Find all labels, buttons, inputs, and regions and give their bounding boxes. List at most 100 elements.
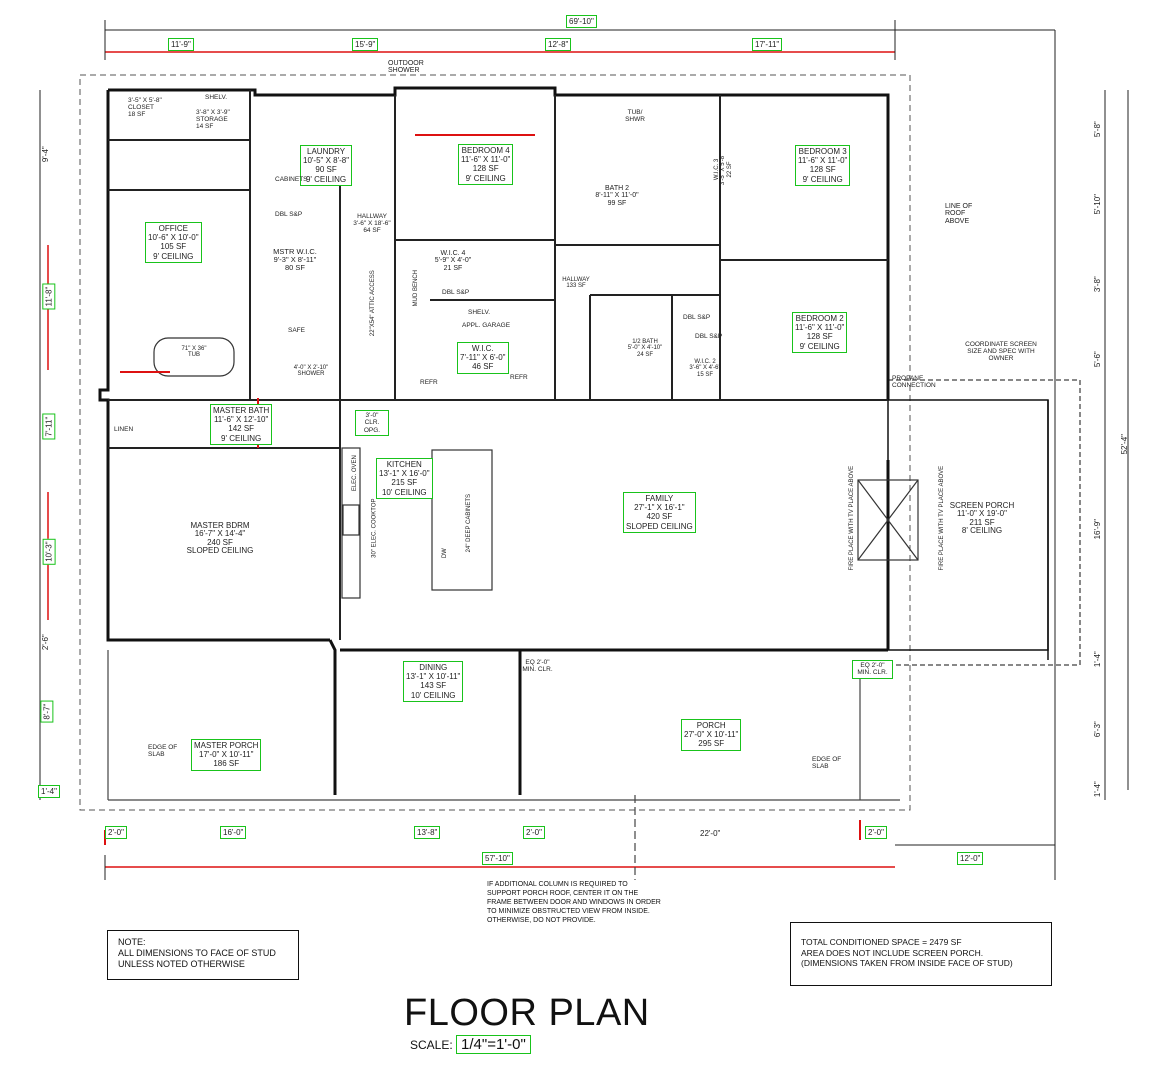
shelv-2-label: SHELV.	[468, 309, 491, 316]
attic-access-label: 22"X54" ATTIC ACCESS	[369, 270, 376, 337]
roof-line	[79, 74, 911, 811]
right-dim-6: 1'-4"	[1092, 651, 1102, 668]
outdoor-shower-label: OUTDOOR SHOWER	[388, 60, 424, 75]
top-dim-1: 11'-9"	[168, 38, 194, 52]
fireplace-label-left: FIRE PLACE WITH TV PLACE ABOVE	[849, 465, 856, 571]
total-box: TOTAL CONDITIONED SPACE = 2479 SF AREA D…	[790, 922, 1052, 986]
left-dim-2: 11'-8"	[42, 283, 56, 310]
right-dim-5: 16'-9"	[1093, 519, 1102, 540]
linen-label: LINEN	[114, 426, 134, 433]
right-dim-4: 5'-6"	[1092, 351, 1102, 368]
dbl-sp-2: DBL S&P	[442, 289, 470, 296]
scale-row: SCALE: 1/4"=1'-0"	[410, 1035, 531, 1054]
edge-of-slab-left: EDGE OF SLAB	[148, 744, 178, 758]
bottom-dim-5: 22'-0"	[700, 829, 721, 838]
eq-min-clr-left: EQ 2'-0" MIN. CLR.	[522, 659, 553, 673]
bottom-dim-3: 13'-8"	[414, 826, 441, 840]
fireplace	[857, 479, 919, 561]
bottom-dim-2: 16'-0"	[220, 826, 247, 840]
mstr-wic-label: MSTR W.I.C.9'-3" X 8'-11"80 SF	[273, 247, 317, 272]
bottom-dim-4: 2'-0"	[523, 826, 545, 840]
shower-label: 4'-0" X 2'-10" SHOWER	[293, 365, 329, 378]
tub-shwr-label: TUB/ SHWR	[625, 109, 645, 123]
mud-bench-label: MUD BENCH	[413, 269, 420, 307]
dbl-sp-3: DBL S&P	[683, 314, 711, 321]
left-dim-7: 1'-4"	[38, 785, 60, 799]
dw-label: DW	[441, 548, 448, 559]
overall-bottom-right-dim: 12'-0"	[957, 852, 984, 866]
left-dim-6: 8'-7"	[40, 700, 54, 723]
edge-of-slab-right: EDGE OF SLAB	[812, 756, 842, 770]
scale-label: SCALE:	[410, 1038, 453, 1052]
tub	[153, 337, 235, 377]
top-dim-3: 12'-8"	[545, 38, 572, 52]
porch-slab	[107, 650, 900, 880]
coordinate-label: COORDINATE SCREEN SIZE AND SPEC WITH OWN…	[965, 341, 1037, 362]
dimension-lines	[39, 20, 1129, 880]
bottom-dim-6: 2'-0"	[865, 826, 887, 840]
propane-label: PROPANE CONNECTION	[892, 375, 936, 389]
top-dim-4: 17'-11"	[752, 38, 783, 52]
overall-bottom-dim: 57'-10"	[482, 852, 513, 866]
safe-label: SAFE	[288, 327, 305, 334]
tub-label: 71" X 36" TUB	[181, 346, 207, 359]
cabinets-label: CABINETS	[275, 176, 308, 183]
fireplace-label-right: FIRE PLACE WITH TV PLACE ABOVE	[939, 465, 946, 571]
right-dim-7: 6'-3"	[1092, 721, 1102, 738]
left-dim-3: 7'-11"	[42, 413, 56, 440]
refr-label-2: REFR	[510, 374, 528, 381]
left-dim-4: 10'-3"	[42, 538, 56, 565]
overall-top-dim: 69'-10"	[566, 15, 597, 29]
clr-opg-label: 3'-0" CLR. OPG.	[355, 410, 389, 437]
top-dim-2: 15'-9"	[352, 38, 379, 52]
line-of-roof-label: LINE OF ROOF ABOVE	[945, 203, 973, 225]
screen-porch-frame	[887, 379, 1081, 666]
right-dim-3: 3'-8"	[1092, 276, 1102, 293]
overall-right-dim: 52'-4"	[1120, 434, 1129, 455]
wall-oven-label: ELEC. OVEN	[351, 455, 358, 492]
bottom-dim-1: 2'-0"	[105, 826, 127, 840]
wic-label: W.I.C.7'-11" X 6'-0"46 SF	[457, 342, 509, 374]
total-line-1: TOTAL CONDITIONED SPACE = 2479 SF	[801, 937, 962, 947]
appl-garage-label: APPL. GARAGE	[462, 322, 511, 329]
right-dim-2: 5'-10"	[1093, 194, 1102, 215]
eq-min-clr-right: EQ 2'-0" MIN. CLR.	[852, 660, 893, 679]
interior-walls	[108, 90, 888, 640]
note-box: NOTE: ALL DIMENSIONS TO FACE OF STUD UNL…	[107, 930, 299, 980]
kitchen-counters	[341, 447, 493, 599]
refr-label-1: REFR	[420, 379, 438, 386]
note-title: NOTE:	[118, 937, 146, 947]
shelv-label: SHELV.	[205, 94, 228, 101]
right-dim-8: 1'-4"	[1092, 781, 1102, 798]
deep-cabinets-label: 24" DEEP CABINETS	[466, 493, 473, 553]
total-line-2: AREA DOES NOT INCLUDE SCREEN PORCH.	[801, 947, 984, 958]
total-line-3: (DIMENSIONS TAKEN FROM INSIDE FACE OF ST…	[801, 958, 1013, 969]
note-line-2: UNLESS NOTED OTHERWISE	[118, 958, 245, 969]
post-note: IF ADDITIONAL COLUMN IS REQUIRED TO SUPP…	[487, 881, 661, 925]
exterior-walls	[98, 86, 890, 795]
dbl-sp-4: DBL S&P	[695, 333, 723, 340]
scale-value: 1/4"=1'-0"	[456, 1035, 531, 1054]
left-dim-5: 2'-6"	[40, 634, 50, 651]
